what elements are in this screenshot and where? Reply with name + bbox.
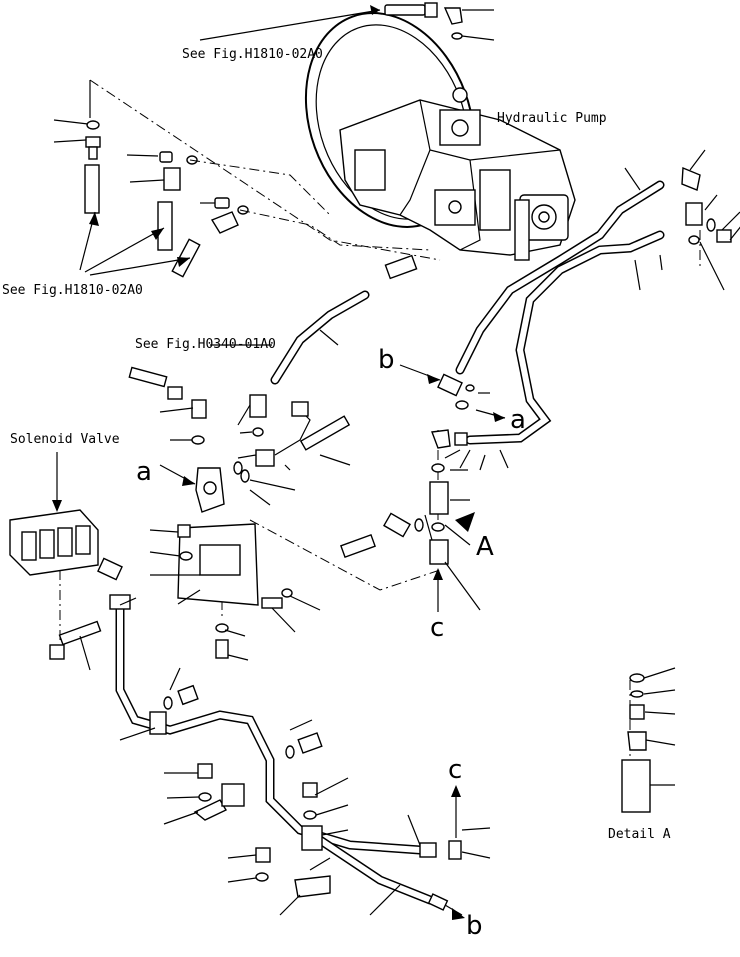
hydraulic-pump-label: Hydraulic Pump bbox=[497, 111, 607, 126]
hydraulic-pump-assembly bbox=[304, 12, 576, 261]
detail-a-label: Detail A bbox=[608, 827, 671, 842]
left-see-fig-arrows bbox=[79, 211, 191, 276]
marker-A-arrow: A bbox=[476, 532, 494, 562]
see-fig-h1810-left-label: See Fig.H1810-02A0 bbox=[2, 283, 143, 298]
lower-clamps bbox=[163, 667, 349, 916]
upper-hoses bbox=[210, 167, 665, 471]
see-fig-h0340-label: See Fig.H0340-01A0 bbox=[135, 337, 276, 352]
upper-right-fittings bbox=[681, 149, 740, 291]
marker-a-left: a bbox=[136, 457, 152, 487]
solenoid-valve bbox=[9, 452, 123, 581]
detail-a-group bbox=[621, 667, 676, 813]
solenoid-valve-label: Solenoid Valve bbox=[10, 432, 120, 447]
left-fittings-cluster bbox=[53, 80, 418, 280]
lower-hoses bbox=[49, 594, 491, 920]
marker-b-bottom: b bbox=[466, 911, 483, 941]
center-fittings bbox=[340, 364, 506, 612]
see-fig-h1810-top-label: See Fig.H1810-02A0 bbox=[182, 47, 323, 62]
marker-c-mid: c bbox=[430, 613, 444, 643]
marker-a-right: a bbox=[510, 405, 526, 435]
mid-left-assembly bbox=[128, 366, 351, 661]
top-fittings bbox=[199, 2, 495, 41]
marker-b-top: b bbox=[378, 345, 395, 375]
marker-c-bottom: c bbox=[448, 755, 462, 785]
